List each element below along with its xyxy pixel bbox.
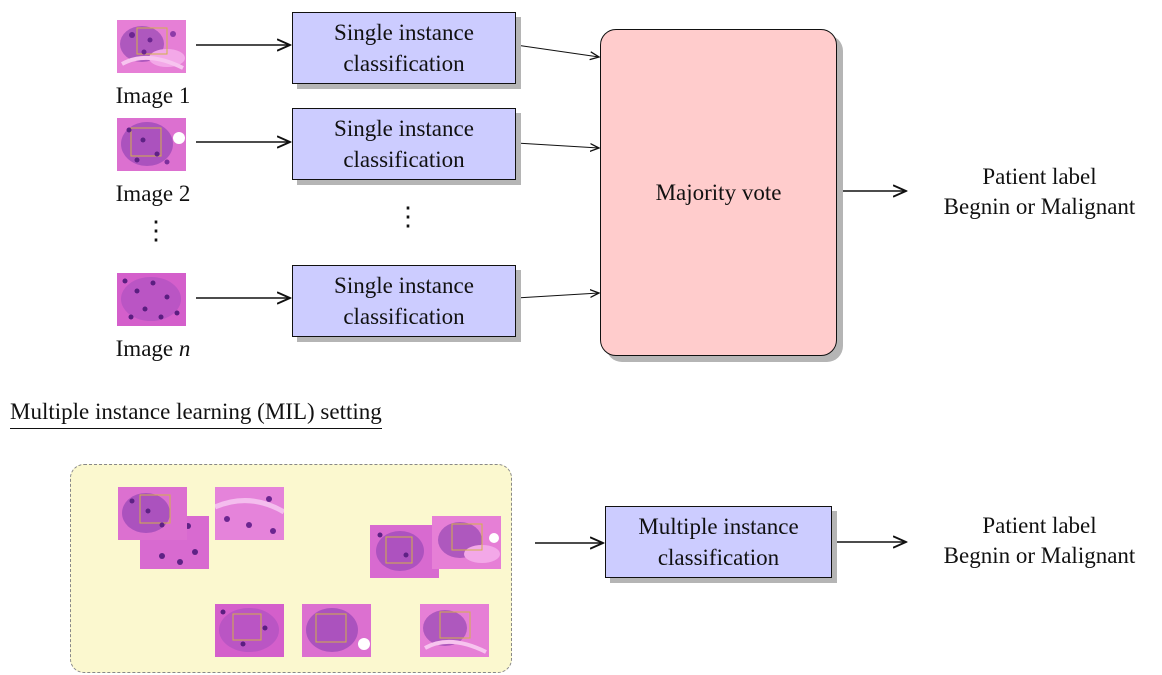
bag-instance-5 (432, 516, 501, 569)
histology-patch-image (215, 487, 284, 540)
histology-patch-image (420, 604, 489, 657)
bag-instance-2 (118, 487, 187, 540)
majority-vote-box: Majority vote (600, 29, 837, 356)
mil-section-title: Multiple instance learning (MIL) setting (10, 398, 382, 429)
bag-instance-8 (420, 604, 489, 657)
histology-patch-image (370, 525, 439, 578)
histology-patch-image (215, 604, 284, 657)
histology-image-1 (117, 20, 186, 73)
histology-image-n (117, 273, 186, 326)
histology-patch-image (117, 118, 186, 171)
image-1-label: Image 1 (115, 83, 191, 108)
histology-patch-image (117, 273, 186, 326)
histology-patch-image (302, 604, 371, 657)
bag-instance-3 (215, 487, 284, 540)
histology-patch-image (432, 516, 501, 569)
arrow-classifiern-to-vote (515, 293, 599, 299)
histology-patch-image (118, 487, 187, 540)
vertical-ellipsis-icon: ⋮ (395, 202, 421, 231)
bag-instance-4 (370, 525, 439, 578)
arrow-classifier2-to-vote (515, 142, 599, 148)
image-n-label: Image n (115, 336, 191, 361)
bag-instance-7 (302, 604, 371, 657)
image-2-label: Image 2 (115, 181, 191, 206)
bag-instance-6 (215, 604, 284, 657)
vertical-ellipsis-icon: ⋮ (143, 216, 169, 245)
histology-patch-image (117, 20, 186, 73)
histology-image-2 (117, 118, 186, 171)
arrow-classifier1-to-vote (515, 44, 599, 57)
